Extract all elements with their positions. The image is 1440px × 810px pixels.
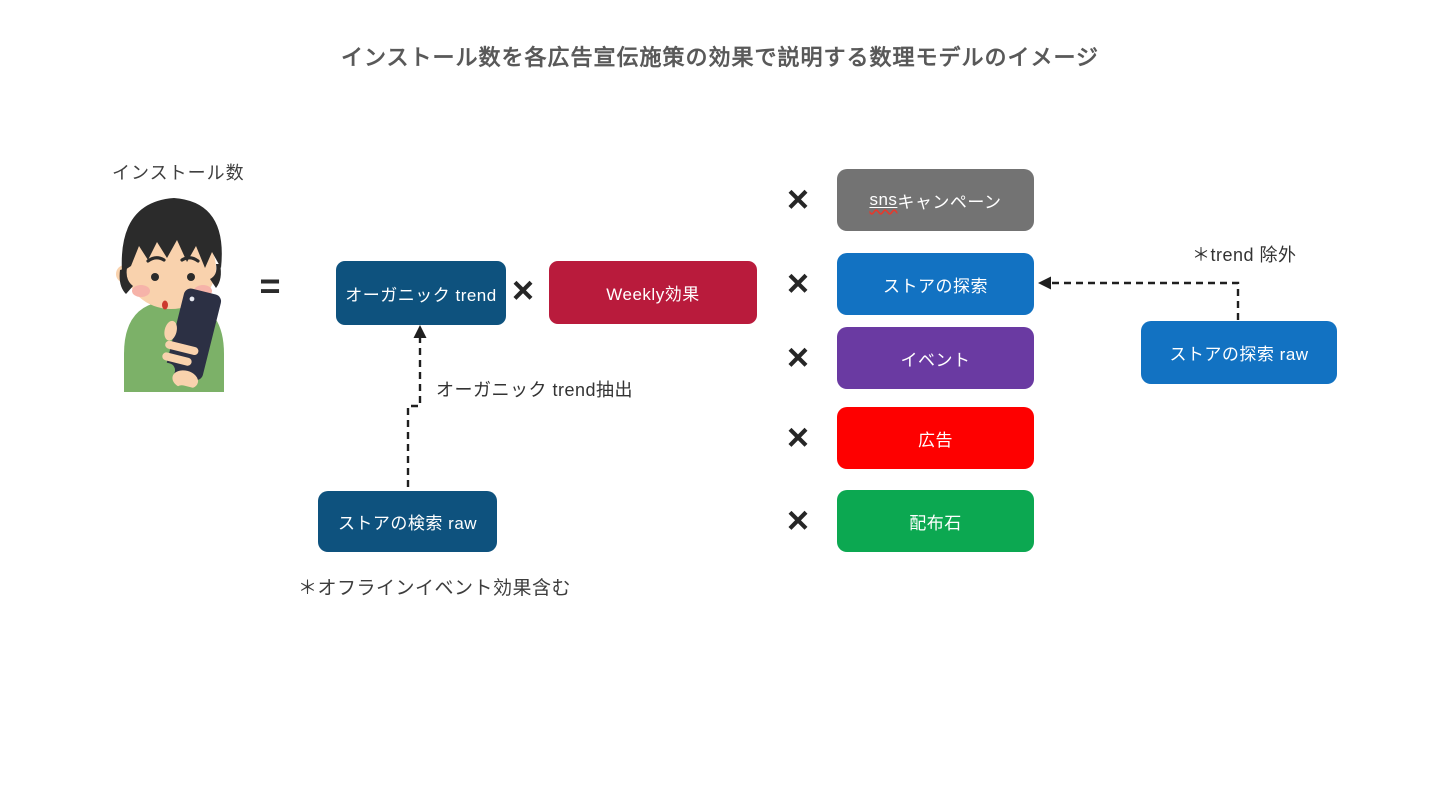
factor-row-ads: × 広告 bbox=[780, 407, 1034, 469]
factor-row-store-explore: × ストアの探索 bbox=[780, 253, 1034, 315]
trend-exclusion-label: ＊trend 除外 bbox=[1192, 245, 1297, 265]
person-smartphone-illustration bbox=[108, 186, 240, 409]
factor-box-distributed-stones: 配布石 bbox=[837, 490, 1034, 552]
arrowhead-up-icon bbox=[413, 325, 427, 338]
spellcheck-underline: sns bbox=[869, 190, 898, 209]
offline-event-note: ＊オフラインイベント効果含む bbox=[298, 578, 572, 599]
dashed-arrow-left-icon bbox=[1049, 281, 1240, 320]
factor-row-event: × イベント bbox=[780, 327, 1034, 389]
factor-row-distributed-stones: × 配布石 bbox=[780, 490, 1034, 552]
multiply-sign: × bbox=[786, 263, 810, 305]
page-title: インストール数を各広告宣伝施策の効果で説明する数理モデルのイメージ bbox=[340, 45, 1100, 70]
multiply-sign: × bbox=[786, 417, 810, 459]
multiply-sign: × bbox=[511, 270, 535, 312]
multiply-sign: × bbox=[786, 337, 810, 379]
factor-box-store-explore: ストアの探索 bbox=[837, 253, 1034, 315]
arrowhead-left-icon bbox=[1038, 276, 1051, 290]
multiply-sign: × bbox=[786, 179, 810, 221]
organic-trend-extract-label: オーガニック trend抽出 bbox=[436, 380, 634, 400]
factor-box-sns-campaign: sns キャンペーン bbox=[837, 169, 1034, 231]
factor-box-event: イベント bbox=[837, 327, 1034, 389]
multiply-sign: × bbox=[786, 500, 810, 542]
organic-trend-box: オーガニック trend bbox=[336, 261, 506, 325]
weekly-effect-box: Weekly効果 bbox=[549, 261, 757, 324]
person-illustration-svg bbox=[116, 198, 224, 409]
installs-label: インストール数 bbox=[112, 163, 245, 183]
equals-sign: = bbox=[259, 265, 281, 306]
store-explore-raw-box: ストアの探索 raw bbox=[1141, 321, 1337, 384]
store-search-raw-box: ストアの検索 raw bbox=[318, 491, 497, 552]
factor-row-sns-campaign: × sns キャンペーン bbox=[780, 169, 1034, 231]
factor-box-ads: 広告 bbox=[837, 407, 1034, 469]
dashed-arrow-up-icon bbox=[406, 336, 422, 490]
